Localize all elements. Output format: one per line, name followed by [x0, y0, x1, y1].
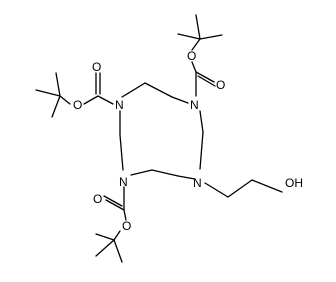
- boc-group-bottom-left: [95, 186, 127, 263]
- boc-group-top-right: [177, 14, 223, 97]
- hydroxypropyl-chain: [204, 179, 283, 198]
- boc-group-top-left: [35, 72, 114, 118]
- nitrogen-bottom-left-label: N: [119, 175, 128, 189]
- oxygen-carbonyl-top-left-label: O: [92, 60, 101, 74]
- nitrogen-top-right-label: N: [190, 98, 199, 112]
- oxygen-ester-top-left-label: O: [73, 98, 82, 112]
- oxygen-carbonyl-top-right-label: O: [216, 78, 225, 92]
- oxygen-carbonyl-bottom-left-label: O: [93, 192, 102, 206]
- ring-bonds: [119, 82, 204, 180]
- hydroxyl-group-label: OH: [285, 176, 303, 190]
- nitrogen-bottom-right-label: N: [193, 176, 202, 190]
- oxygen-ester-top-right-label: O: [187, 49, 196, 63]
- atom-labels: N N N N O O O O O O OH: [73, 49, 303, 233]
- oxygen-ester-bottom-left-label: O: [122, 219, 131, 233]
- nitrogen-top-left-label: N: [115, 98, 124, 112]
